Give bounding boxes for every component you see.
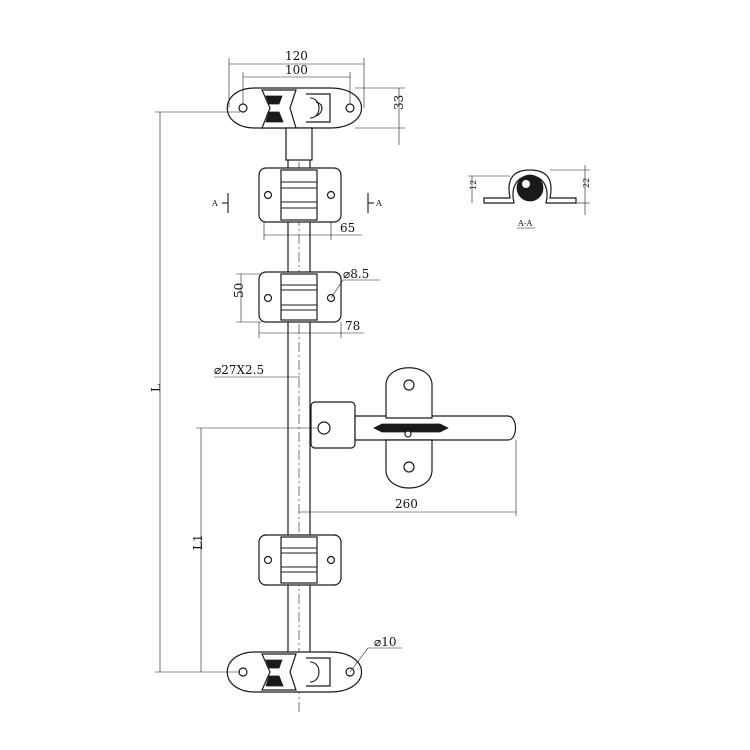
section-letter-left: A (211, 199, 218, 208)
dim-hole-10-label: ⌀10 (374, 635, 397, 649)
dim-L-label: L (149, 384, 163, 392)
dimension-78: 78 (258, 319, 364, 338)
dimension-L: L (149, 111, 240, 673)
hole-leader-8-5: ⌀8.5 (330, 267, 380, 299)
dim-260-label: 260 (395, 497, 418, 511)
dim-100-label: 100 (285, 63, 308, 77)
dimension-120: 120 (228, 49, 365, 108)
guide-bracket-3 (258, 534, 342, 586)
handle-catch-plate (385, 367, 433, 489)
section-dim-12-label: 12 (469, 180, 478, 190)
guide-bracket-1 (258, 167, 342, 223)
dim-50-label: 50 (232, 283, 246, 298)
handle-hub (310, 401, 356, 449)
dimension-33: 33 (355, 87, 406, 145)
dimension-100: 100 (242, 63, 351, 104)
guide-bracket-2 (258, 271, 342, 323)
dim-L1-label: L1 (191, 534, 205, 550)
section-marker-right: A (367, 193, 382, 213)
top-rod-collar (285, 127, 313, 161)
dim-hole-8-5-label: ⌀8.5 (343, 267, 369, 281)
dim-33-label: 33 (392, 95, 406, 110)
section-letter-right: A (375, 199, 382, 208)
dim-rod-size-label: ⌀27X2.5 (214, 363, 264, 377)
dim-65-label: 65 (340, 221, 355, 235)
hole-leader-10: ⌀10 (349, 635, 402, 673)
section-marker-left: A (211, 193, 229, 213)
dimension-50: 50 (232, 273, 262, 323)
section-dim-22-label: 22 (582, 178, 591, 188)
bottom-cam-keeper (226, 651, 363, 693)
dim-120-label: 120 (285, 49, 308, 63)
top-cam-keeper (226, 87, 363, 129)
dimension-260: 260 (299, 440, 517, 516)
rod-size-leader: ⌀27X2.5 (214, 363, 300, 378)
dimension-L1: L1 (191, 427, 318, 672)
dimension-65: 65 (263, 221, 362, 240)
section-title: A-A (517, 219, 532, 228)
section-a-a-view: 12 22 A-A (468, 165, 591, 229)
dim-78-label: 78 (345, 319, 360, 333)
handle-lever (354, 415, 517, 441)
